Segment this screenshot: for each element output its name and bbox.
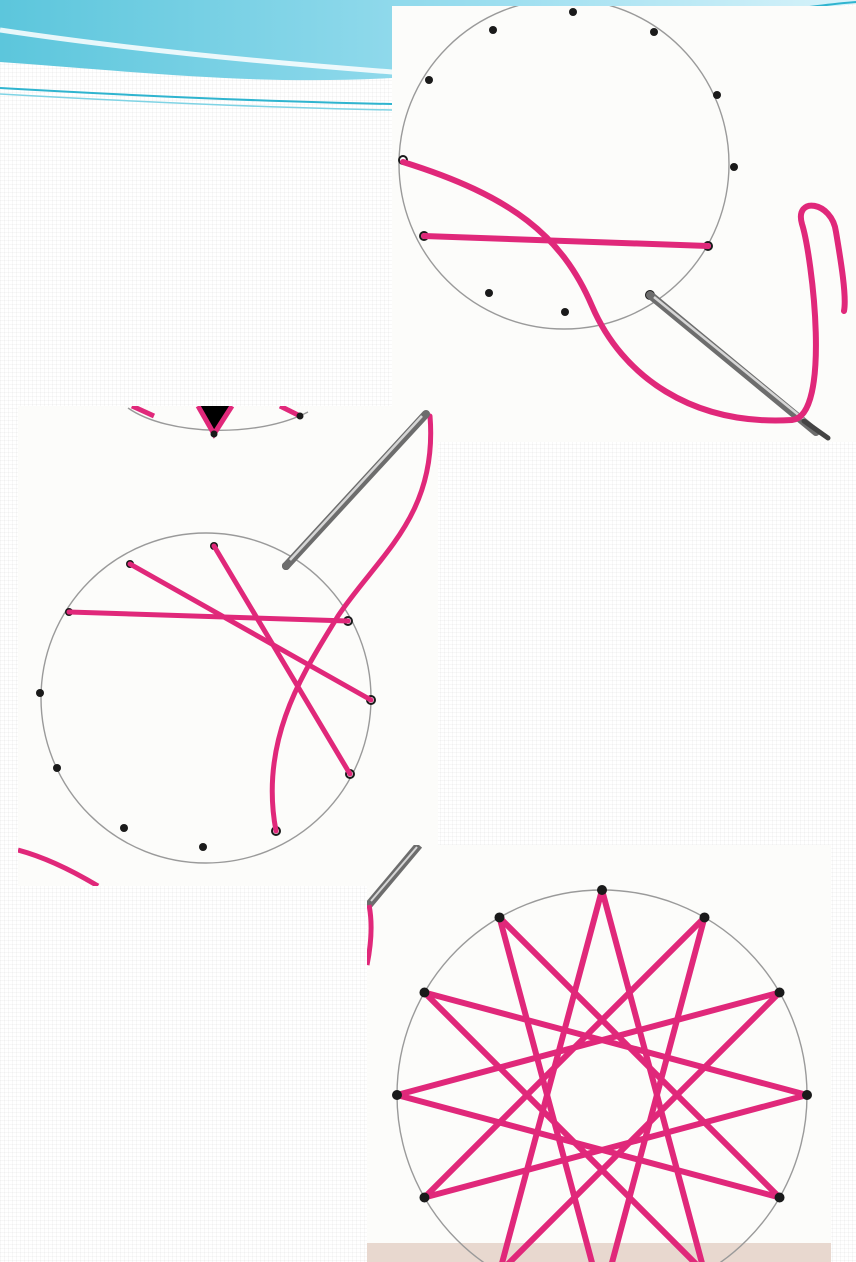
star-hole bbox=[775, 1193, 785, 1203]
photo-step-3-completed-star bbox=[367, 845, 831, 1262]
step-1-illustration bbox=[392, 6, 856, 442]
step-3-illustration bbox=[367, 845, 831, 1262]
star-hole bbox=[419, 1193, 429, 1203]
star-hole bbox=[597, 885, 607, 895]
photo-step-1-first-stitches bbox=[392, 6, 856, 442]
step-2-illustration bbox=[18, 406, 438, 886]
star-hole bbox=[802, 1090, 812, 1100]
star-hole bbox=[775, 988, 785, 998]
star-stitch bbox=[500, 890, 603, 1262]
star-hole bbox=[700, 912, 710, 922]
photo-step-2-more-stitches bbox=[18, 406, 438, 886]
star-stitch bbox=[602, 890, 705, 1262]
star-hole bbox=[495, 912, 505, 922]
star-hole bbox=[392, 1090, 402, 1100]
star-hole bbox=[419, 988, 429, 998]
